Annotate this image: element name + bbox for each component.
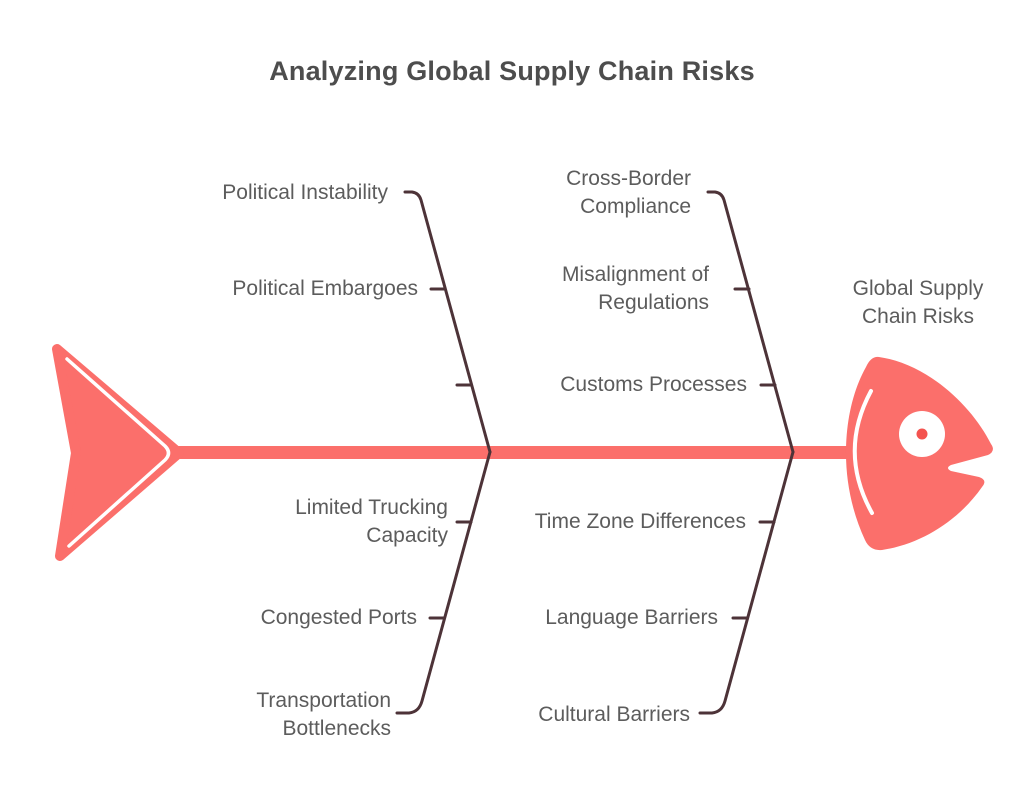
fish-gill-line [852, 389, 874, 515]
fish-tail [52, 344, 184, 561]
cause-label-cross-border-compliance: Cross-Border Compliance [566, 167, 691, 218]
effect-label-global-supply-chain-risks: Global Supply Chain Risks [852, 277, 984, 328]
bone-lower-left-line [395, 450, 492, 715]
cause-label-time-zone-differences: Time Zone Differences [534, 510, 746, 533]
cause-label-cultural-barriers: Cultural Barriers [538, 703, 690, 726]
cause-label-limited-trucking-capacity: Limited Trucking Capacity [295, 496, 448, 547]
bone-lower-right [698, 450, 795, 715]
bone-lower-right-line [698, 450, 795, 715]
cause-label-misalignment-of-regulations: Misalignment of Regulations [561, 263, 709, 314]
cause-label-customs-processes: Customs Processes [560, 373, 747, 396]
fish-spine [176, 446, 852, 459]
bone-upper-left [403, 190, 492, 454]
bone-lower-left [395, 450, 492, 715]
tail-accent-line [65, 357, 171, 548]
fish-tail-shape [52, 344, 184, 561]
cause-label-transportation-bottlenecks: Transportation Bottlenecks [256, 689, 391, 740]
page-title: Analyzing Global Supply Chain Risks [269, 56, 755, 86]
cause-label-political-instability: Political Instability [222, 181, 388, 204]
cause-label-congested-ports: Congested Ports [260, 606, 417, 629]
cause-label-language-barriers: Language Barriers [545, 606, 718, 629]
cause-label-political-embargoes: Political Embargoes [232, 277, 418, 300]
bone-upper-left-line [403, 190, 492, 454]
bone-upper-right [706, 190, 795, 454]
bone-upper-right-line [706, 190, 795, 454]
fish-eye-pupil [916, 428, 928, 440]
fish-head [846, 356, 993, 551]
